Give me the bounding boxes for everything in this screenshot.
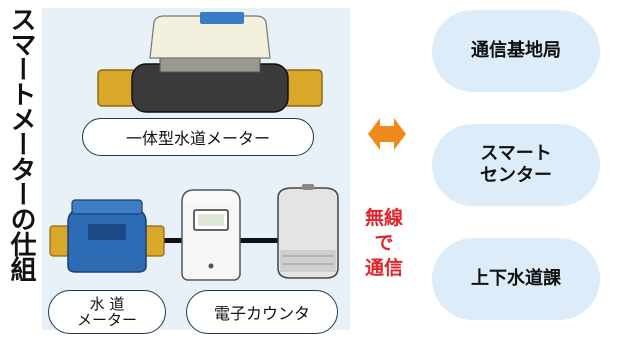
- bidirectional-arrow-icon: [368, 118, 406, 150]
- electronic-counter-illustration: [181, 189, 241, 281]
- water-meter-label: 水 道 メーター: [48, 290, 166, 334]
- water-meter-label-line1: 水 道: [89, 295, 125, 313]
- destination-base-station: 通信基地局: [432, 10, 600, 92]
- water-meter-illustration: [49, 199, 165, 273]
- counter-label: 電子カウンタ: [186, 290, 338, 334]
- destination-smart-center: スマート センター: [432, 124, 600, 206]
- wireless-communication-label: 無線 で 通信: [352, 206, 416, 281]
- wireless-label-line2: で: [374, 232, 394, 254]
- wireless-label-line3: 通信: [364, 257, 403, 279]
- destination-label: スマート: [480, 143, 552, 164]
- water-meter-label-line2: メーター: [76, 311, 137, 329]
- destination-label: 通信基地局: [471, 40, 561, 61]
- counter-enclosure-illustration: [277, 184, 339, 279]
- destination-label-line2: センター: [480, 165, 552, 186]
- integrated-meter-label: 一体型水道メーター: [82, 118, 314, 156]
- destination-label: 上下水道課: [471, 268, 561, 289]
- diagram-title: スマートメーターの仕組: [6, 6, 36, 281]
- destination-water-department: 上下水道課: [432, 238, 600, 320]
- integrated-meter-illustration: [97, 12, 323, 113]
- wireless-label-line1: 無線: [364, 207, 403, 229]
